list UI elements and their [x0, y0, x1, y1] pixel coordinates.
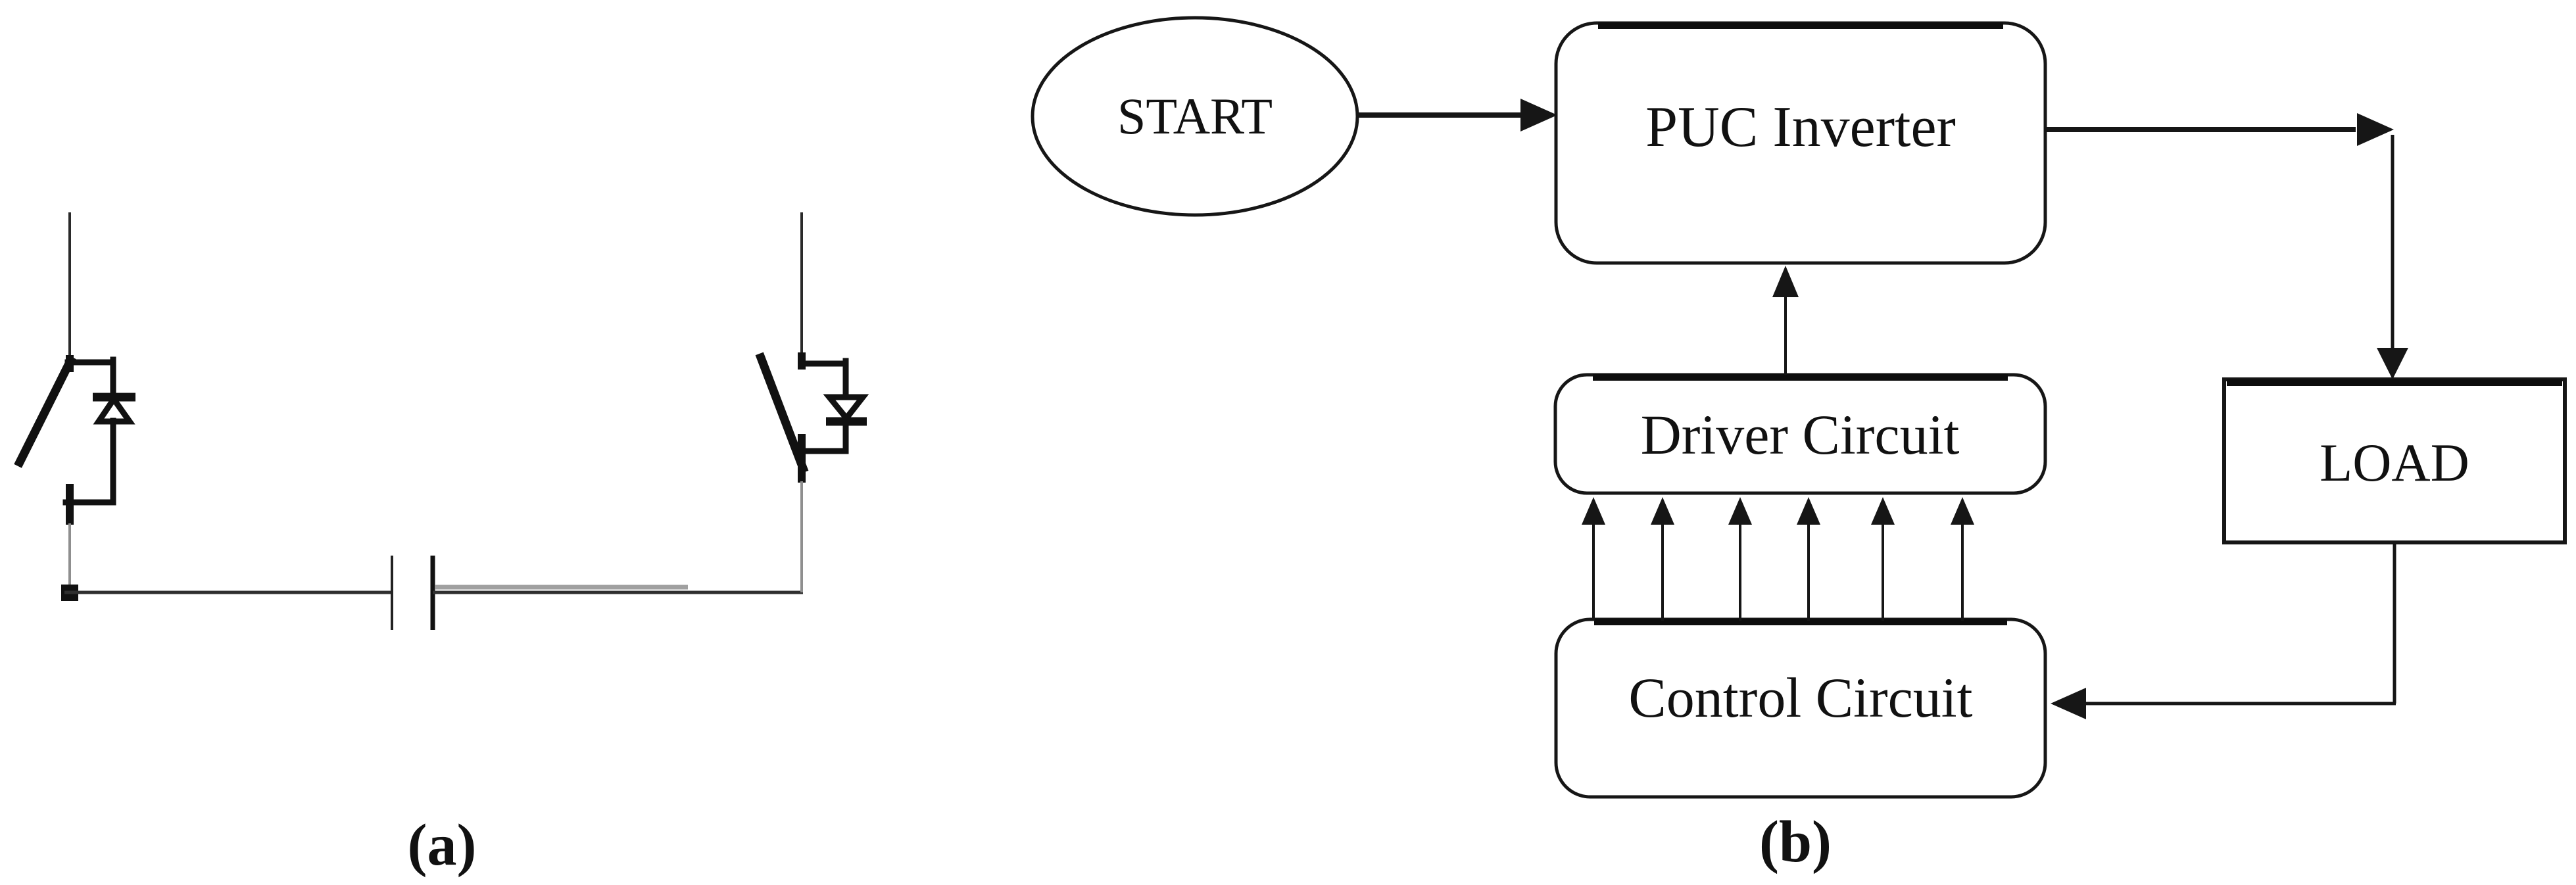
panel-b-label: (b): [1759, 809, 1832, 874]
bottom-rail: [61, 556, 803, 630]
arrowhead-up-icon: [1582, 497, 1605, 525]
connector-control-to-driver-signals: [1582, 497, 1974, 621]
arrowhead-up-icon: [1651, 497, 1674, 525]
left-switch-assembly: [14, 212, 135, 592]
flow-node-control-circuit: Control Circuit: [1554, 617, 2047, 799]
flow-node-puc-inverter: PUC Inverter: [1554, 21, 2047, 265]
puc-inverter-label: PUC Inverter: [1645, 95, 1956, 159]
arrowhead-right-icon: [2357, 113, 2394, 146]
connector-start-to-puc: [1356, 99, 1557, 132]
arrowhead-up-icon: [1951, 497, 1974, 525]
arrowhead-up-icon: [1871, 497, 1895, 525]
start-label: START: [1117, 87, 1273, 145]
driver-circuit-label: Driver Circuit: [1641, 403, 1960, 466]
connector-load-to-control: [2051, 542, 2396, 719]
right-diode-triangle-icon: [823, 394, 869, 423]
arrowhead-left-icon: [2051, 688, 2086, 719]
right-switch-assembly: [755, 212, 869, 592]
arrowhead-up-icon: [1797, 497, 1820, 525]
left-switch-blade-icon: [14, 355, 76, 468]
flow-node-load: LOAD: [2222, 377, 2567, 544]
load-box: [2222, 377, 2567, 544]
arrowhead-up-icon: [1728, 497, 1752, 525]
panel-b-flowchart: START PUC Inverter: [1031, 16, 2567, 874]
flow-node-start: START: [1031, 16, 1359, 217]
arrowhead-down-icon: [2377, 348, 2408, 379]
panel-a-circuit: (a): [14, 212, 869, 878]
arrowhead-right-icon: [1520, 99, 1557, 132]
connector-driver-to-puc: [1772, 266, 1799, 375]
connector-puc-to-load: [2045, 113, 2408, 379]
control-circuit-label: Control Circuit: [1628, 666, 1972, 729]
panel-a-label: (a): [408, 813, 477, 878]
flow-node-driver-circuit: Driver Circuit: [1553, 373, 2047, 495]
arrowhead-up-icon: [1772, 266, 1799, 297]
right-switch-blade-icon: [755, 352, 809, 474]
load-label: LOAD: [2320, 433, 2469, 492]
